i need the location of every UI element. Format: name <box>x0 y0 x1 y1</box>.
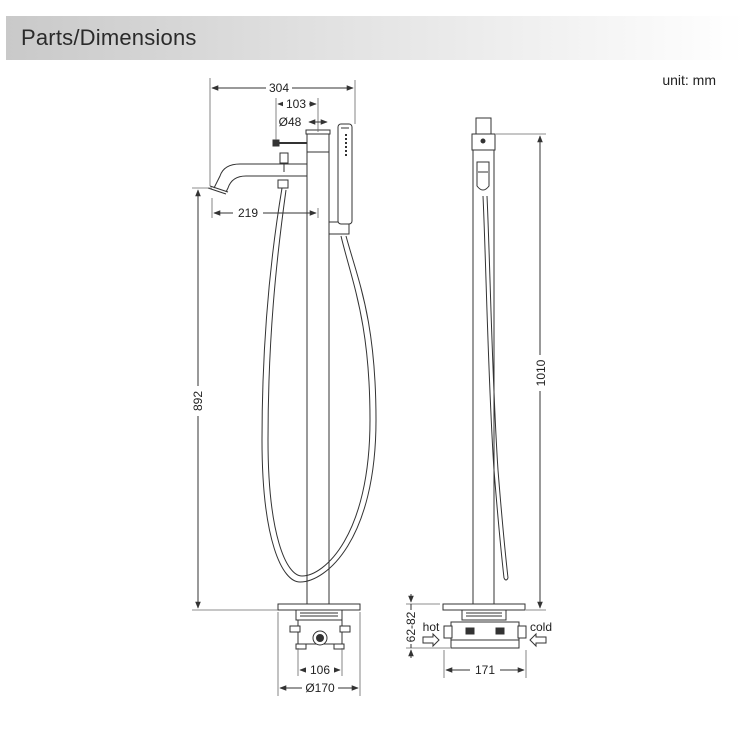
dim-handle-diameter: Ø48 <box>279 115 302 129</box>
dim-floor-depth: 62-82 <box>404 611 418 642</box>
page-title: Parts/Dimensions <box>21 25 197 50</box>
label-hot: hot <box>423 620 440 634</box>
unit-label: unit: mm <box>662 72 716 88</box>
section-header: Parts/Dimensions <box>6 16 744 60</box>
dim-base-diameter: Ø170 <box>305 681 335 695</box>
cold-inlet-arrow <box>529 632 547 648</box>
side-hose <box>482 195 505 579</box>
hand-shower <box>337 123 353 225</box>
hot-inlet-arrow <box>422 632 440 648</box>
label-cold: cold <box>530 620 552 634</box>
dim-total-height: 1010 <box>534 359 548 386</box>
side-rough-in-box <box>450 621 520 649</box>
side-spout <box>476 161 490 191</box>
mixer-body <box>306 131 330 153</box>
dim-spout-reach: 219 <box>238 206 258 220</box>
dim-handle-offset: 103 <box>286 97 306 111</box>
shower-hose <box>261 187 377 583</box>
floor-plate <box>277 603 361 611</box>
side-view <box>406 117 547 678</box>
front-view <box>192 78 377 696</box>
dim-side-box-width: 171 <box>475 663 495 677</box>
side-mixer-cap <box>475 117 492 135</box>
dim-spout-height: 892 <box>191 391 205 411</box>
dim-box-width: 106 <box>310 663 330 677</box>
spout <box>213 163 307 189</box>
dim-total-width: 304 <box>269 81 289 95</box>
